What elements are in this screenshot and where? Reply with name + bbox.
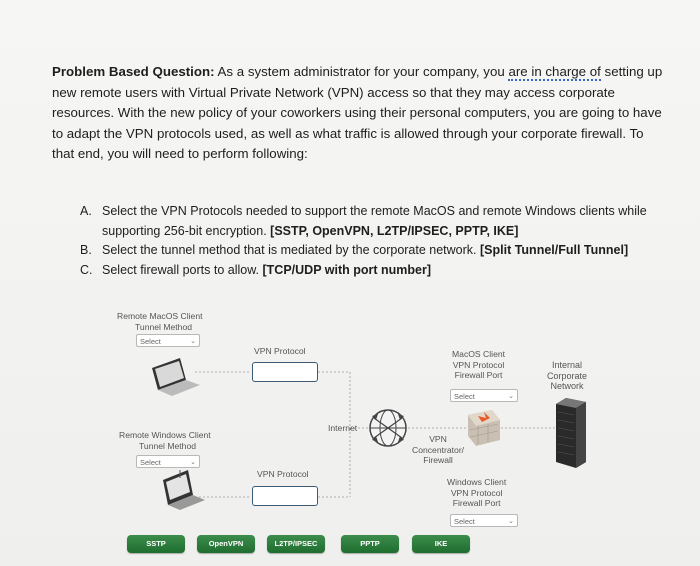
chip-ike[interactable]: IKE [412,535,470,553]
vpn-protocol-top-label: VPN Protocol [254,346,306,356]
chip-pptp[interactable]: PPTP [341,535,399,553]
chevron-down-icon: ⌄ [190,459,196,466]
chip-openvpn[interactable]: OpenVPN [197,535,255,553]
question-underlined: are in charge of [508,64,601,81]
task-text: Select the VPN Protocols needed to suppo… [102,204,647,238]
question-text-2: setting up new remote users with Virtual… [52,64,663,161]
windows-firewall-port-select[interactable]: Select⌄ [450,514,518,527]
question-text-1: As a system administrator for your compa… [214,64,509,79]
chevron-down-icon: ⌄ [508,518,514,525]
mac-tunnel-method-select[interactable]: Select⌄ [136,334,200,347]
vpn-protocol-bottom-label: VPN Protocol [257,469,309,479]
internet-label: Internet [328,423,358,433]
task-text: Select the tunnel method that is mediate… [102,243,629,257]
task-letter: A. [80,204,92,218]
windows-laptop-icon [163,470,205,510]
task-item: C. Select firewall ports to allow. [TCP/… [80,261,680,281]
task-letter: B. [80,243,92,257]
server-rack-icon [556,398,586,468]
mac-client-label: Remote MacOS Client Tunnel Method [117,311,203,332]
task-item: A. Select the VPN Protocols needed to su… [80,202,680,241]
task-letter: C. [80,262,93,277]
question-paragraph: Problem Based Question: As a system admi… [52,62,664,165]
firewall-icon [468,410,500,446]
chevron-down-icon: ⌄ [190,338,196,345]
windows-client-label: Remote Windows Client Tunnel Method [119,430,211,451]
internet-globe-icon [369,409,407,447]
task-item: B. Select the tunnel method that is medi… [80,241,680,261]
task-list: A. Select the VPN Protocols needed to su… [80,202,680,280]
chip-sstp[interactable]: SSTP [127,535,185,553]
windows-tunnel-method-select[interactable]: Select⌄ [136,455,200,468]
mac-firewall-port-label: MacOS Client VPN Protocol Firewall Port [452,349,506,380]
windows-firewall-port-label: Windows Client VPN Protocol Firewall Por… [447,477,507,508]
mac-vpn-protocol-dropzone[interactable] [252,362,318,382]
chevron-down-icon: ⌄ [508,393,514,400]
corporate-network-label: Internal Corporate Network [547,360,588,391]
vpn-concentrator-label: VPN Concentrator/ Firewall [412,434,465,465]
task-text: Select firewall ports to allow. [TCP/UDP… [102,262,432,277]
chip-l2tp-ipsec[interactable]: L2TP/IPSEC [267,535,325,553]
mac-laptop-icon [152,358,200,396]
mac-firewall-port-select[interactable]: Select⌄ [450,389,518,402]
windows-vpn-protocol-dropzone[interactable] [252,486,318,506]
question-lead: Problem Based Question: [52,64,215,79]
